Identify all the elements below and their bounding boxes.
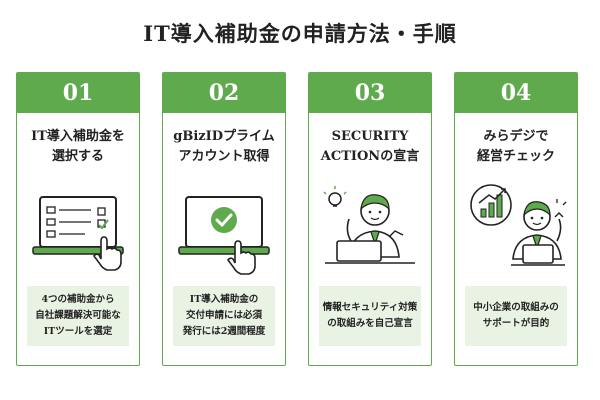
step-title-line: ACTIONの宣言 [320, 149, 420, 164]
step-number: 04 [455, 73, 577, 113]
step-description: 4つの補助金から 自社課題解決可能な ITツールを選定 [27, 286, 129, 346]
page-title: IT導入補助金の申請方法・手順 [143, 21, 457, 46]
step-title-line: 選択する [51, 149, 104, 164]
desc-line: 情報セキュリティ対策 [322, 302, 418, 313]
step-title-line: みらデジで [483, 129, 549, 144]
person-growth-chart-icon [470, 184, 567, 266]
step-card-2: 02 gBizIDプライム アカウント取得 IT導入補助金の 交付申請には必須 … [162, 72, 286, 366]
step-title-line: 経営チェック [476, 149, 555, 164]
step-title: SECURITY ACTIONの宣言 [309, 127, 431, 171]
step-card-1: 01 IT導入補助金を 選択する 4つの補助金から 自社課題解決可能な ITツー… [16, 72, 140, 366]
laptop-checklist-icon [32, 196, 124, 271]
step-description: 中小企業の取組みの サポートが目的 [465, 286, 567, 346]
desc-line: ITツールを選定 [43, 326, 113, 337]
step-description: IT導入補助金の 交付申請には必須 発行には2週間程度 [173, 286, 275, 346]
desc-line: 自社課題解決可能な [35, 310, 121, 321]
step-title-line: SECURITY [331, 129, 409, 144]
step-title-line: gBizIDプライム [173, 129, 275, 144]
desc-line: 4つの補助金から [41, 294, 115, 305]
step-title: みらデジで 経営チェック [455, 127, 577, 171]
desc-line: サポートが目的 [482, 318, 550, 329]
step-title: gBizIDプライム アカウント取得 [163, 127, 285, 171]
desc-line: 発行には2週間程度 [182, 326, 266, 337]
step-title-line: IT導入補助金を [31, 129, 125, 144]
desc-line: の取組みを自己宣言 [327, 318, 413, 329]
step-number: 02 [163, 73, 285, 113]
step-card-4: 04 みらデジで 経営チェック 中小企業の取組みの サポートが目的 [454, 72, 578, 366]
step-title-line: アカウント取得 [178, 149, 270, 164]
step-description: 情報セキュリティ対策 の取組みを自己宣言 [319, 286, 421, 346]
step-card-3: 03 SECURITY ACTIONの宣言 情報セキュリティ対策 の取組みを自己… [308, 72, 432, 366]
desc-line: 交付申請には必須 [185, 310, 262, 321]
desc-line: 中小企業の取組みの [473, 302, 559, 313]
step-number: 01 [17, 73, 139, 113]
laptop-check-icon [178, 196, 270, 275]
step-number: 03 [309, 73, 431, 113]
step-title: IT導入補助金を 選択する [17, 127, 139, 171]
person-lightbulb-icon [323, 186, 415, 264]
desc-line: IT導入補助金の [189, 294, 259, 305]
